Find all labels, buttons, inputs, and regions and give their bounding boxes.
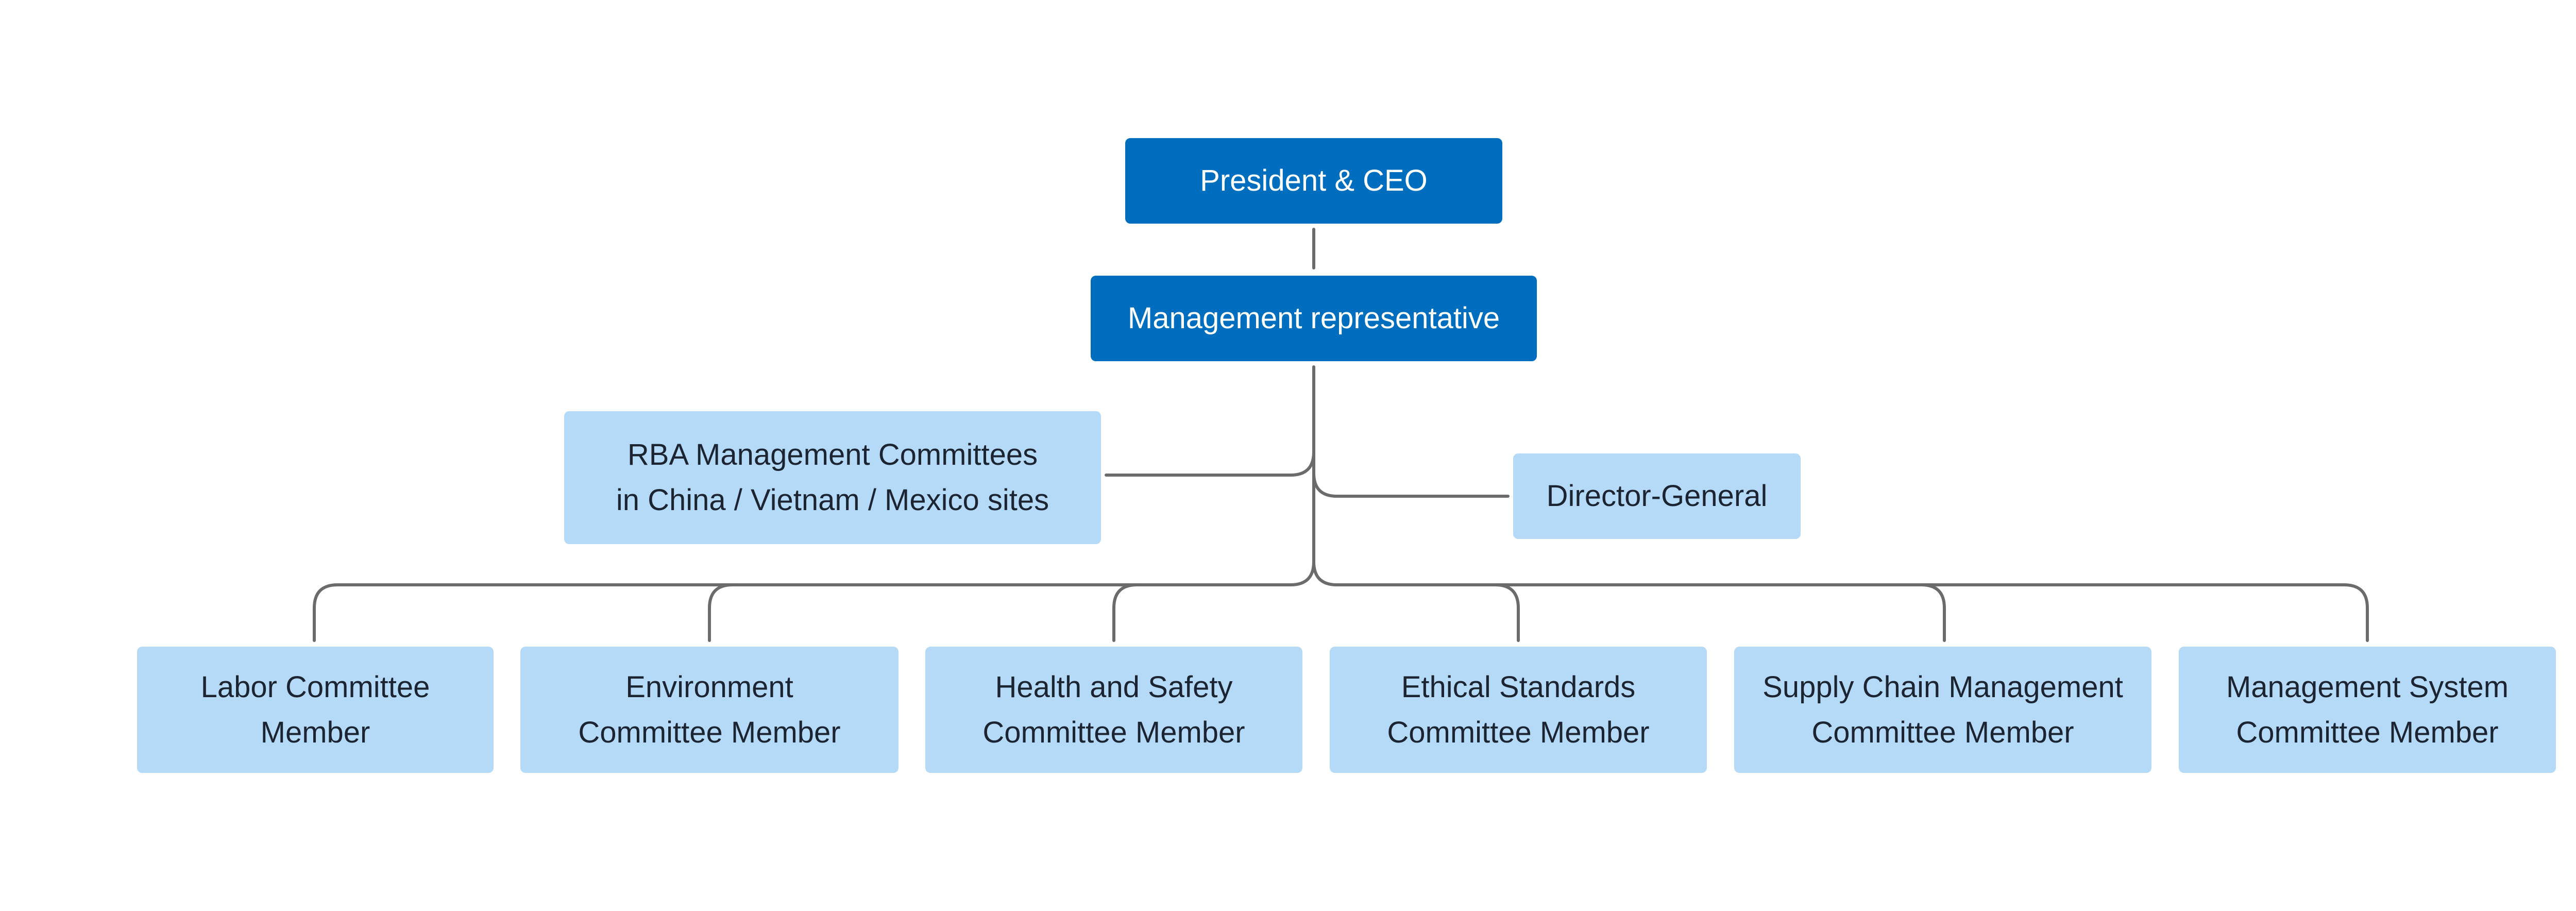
- member-label-labor: Labor Committee Member: [200, 670, 430, 749]
- member-box-supply-chain: Supply Chain Management Committee Member: [1734, 647, 2151, 773]
- member-label-management-system: Management System Committee Member: [2226, 670, 2509, 749]
- rba-committees-label: RBA Management Committees in China / Vie…: [616, 438, 1049, 517]
- member-label-supply-chain: Supply Chain Management Committee Member: [1762, 670, 2123, 749]
- management-representative-box: Management representative: [1091, 276, 1537, 361]
- connector-drop-health: [1112, 583, 1139, 642]
- member-box-management-system: Management System Committee Member: [2179, 647, 2556, 773]
- member-box-environment: Environment Committee Member: [520, 647, 899, 773]
- member-label-ethical-standards: Ethical Standards Committee Member: [1387, 670, 1650, 749]
- connector-drop-supply: [1920, 583, 1946, 642]
- connector-bus-right: [1312, 560, 2369, 642]
- connector-drop-ethical: [1494, 583, 1520, 642]
- member-box-ethical-standards: Ethical Standards Committee Member: [1330, 647, 1707, 773]
- rba-committees-box: RBA Management Committees in China / Vie…: [564, 411, 1101, 544]
- director-general-box: Director-General: [1513, 453, 1801, 539]
- member-label-health-safety: Health and Safety Committee Member: [982, 670, 1245, 749]
- connector-bus-left: [313, 560, 1315, 642]
- management-representative-label: Management representative: [1127, 301, 1500, 335]
- connector-drop-environment: [708, 583, 734, 642]
- connector-rba: [1105, 450, 1315, 477]
- ceo-label: President & CEO: [1200, 164, 1428, 197]
- connector-director: [1312, 471, 1510, 498]
- member-label-environment: Environment Committee Member: [578, 670, 841, 749]
- member-box-labor: Labor Committee Member: [137, 647, 494, 773]
- member-box-health-safety: Health and Safety Committee Member: [925, 647, 1302, 773]
- director-general-label: Director-General: [1546, 479, 1768, 513]
- ceo-box: President & CEO: [1125, 138, 1502, 224]
